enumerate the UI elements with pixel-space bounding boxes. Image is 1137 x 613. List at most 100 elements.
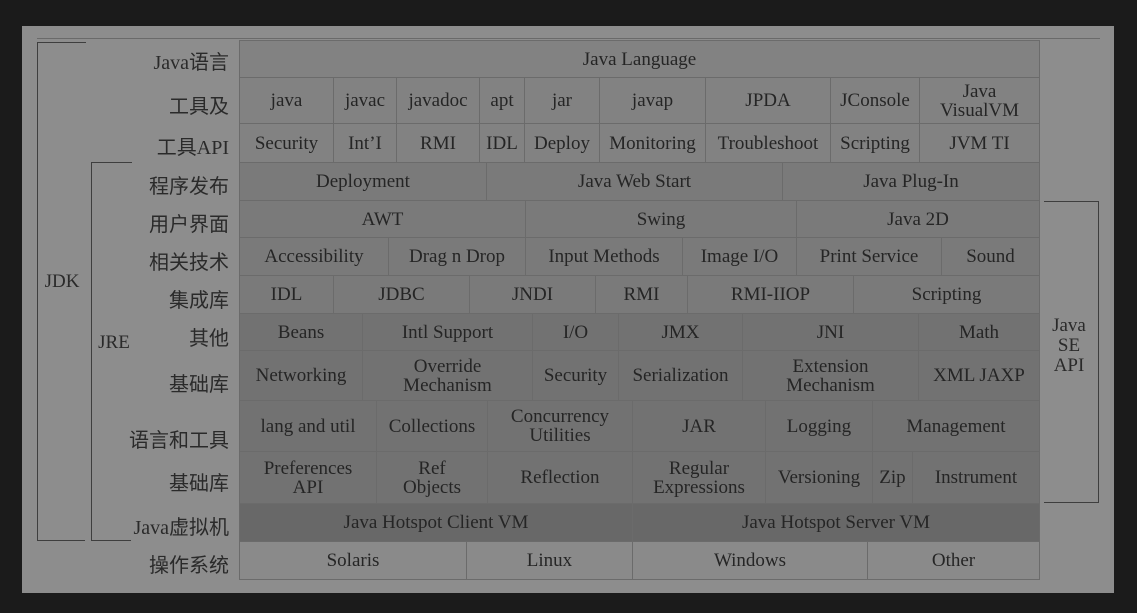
row-label-base-lib-2: 基础库 — [169, 473, 229, 495]
row-label-tool-api: 工具API — [156, 137, 229, 159]
cell-java-web-start: Java Web Start — [487, 163, 783, 201]
cell-rmi: RMI — [397, 124, 480, 163]
cell-management: Management — [873, 401, 1040, 452]
cell-ref-objects: Ref Objects — [377, 452, 488, 504]
cell-scripting-int: Scripting — [854, 276, 1040, 314]
jdk-label: JDK — [44, 271, 80, 292]
row-label-os: 操作系统 — [149, 555, 229, 577]
java-se-api-label: Java SE API — [1052, 315, 1086, 376]
cell-java: java — [239, 78, 334, 124]
cell-input-methods: Input Methods — [526, 238, 683, 276]
cell-networking: Networking — [239, 351, 363, 401]
row-ui-toolkits: AWT Swing Java 2D — [239, 201, 1040, 238]
row-label-integration: 集成库 — [169, 290, 229, 312]
row-other-base-1: Beans Intl Support I/O JMX JNI Math — [239, 314, 1040, 351]
cell-monitoring: Monitoring — [600, 124, 706, 163]
cell-io: I/O — [533, 314, 619, 351]
cell-xml-jaxp: XML JAXP — [919, 351, 1040, 401]
cell-javadoc: javadoc — [397, 78, 480, 124]
jre-bracket — [91, 162, 132, 541]
cell-accessibility: Accessibility — [239, 238, 389, 276]
cell-print-service: Print Service — [797, 238, 942, 276]
row-tool-api: Security Int’I RMI IDL Deploy Monitoring… — [239, 124, 1040, 163]
row-label-jvm: Java虚拟机 — [133, 517, 229, 539]
jre-label: JRE — [98, 332, 130, 353]
cell-concurrency-utilities: Concurrency Utilities — [488, 401, 633, 452]
cell-java-plug-in: Java Plug-In — [783, 163, 1040, 201]
cell-java-visualvm: Java VisualVM — [920, 78, 1040, 124]
row-other-base-2: Networking Override Mechanism Security S… — [239, 351, 1040, 401]
row-os: Solaris Linux Windows Other — [239, 542, 1040, 580]
cell-deployment: Deployment — [239, 163, 487, 201]
cell-jni: JNI — [743, 314, 919, 351]
row-deployment: Deployment Java Web Start Java Plug-In — [239, 163, 1040, 201]
cell-windows: Windows — [633, 542, 868, 580]
cell-serialization: Serialization — [619, 351, 743, 401]
cell-javac: javac — [334, 78, 397, 124]
cell-jconsole: JConsole — [831, 78, 920, 124]
cell-scripting: Scripting — [831, 124, 920, 163]
row-label-other: 其他 — [189, 328, 229, 350]
row-label-ui: 用户界面 — [149, 214, 229, 236]
cell-awt: AWT — [239, 201, 526, 238]
cell-idl: IDL — [480, 124, 525, 163]
cell-linux: Linux — [467, 542, 633, 580]
cell-reflection: Reflection — [488, 452, 633, 504]
row-label-ui-tech: 相关技术 — [149, 252, 229, 274]
row-lang-util-1: lang and util Collections Concurrency Ut… — [239, 401, 1040, 452]
cell-intl-support: Intl Support — [363, 314, 533, 351]
row-java-language: Java Language — [239, 40, 1040, 78]
cell-hotspot-client-vm: Java Hotspot Client VM — [239, 504, 633, 542]
cell-intl: Int’I — [334, 124, 397, 163]
cell-zip: Zip — [873, 452, 913, 504]
cell-solaris: Solaris — [239, 542, 467, 580]
cell-rmi-iiop: RMI-IIOP — [688, 276, 854, 314]
cell-drag-n-drop: Drag n Drop — [389, 238, 526, 276]
cell-instrument: Instrument — [913, 452, 1040, 504]
cell-image-io: Image I/O — [683, 238, 797, 276]
row-label-tools: 工具及 — [169, 96, 229, 118]
cell-jar: jar — [525, 78, 600, 124]
row-label-deployment: 程序发布 — [149, 176, 229, 198]
cell-logging: Logging — [766, 401, 873, 452]
jre-bracket-bottom — [91, 540, 131, 541]
cell-jmx: JMX — [619, 314, 743, 351]
row-label-base-lib: 基础库 — [169, 374, 229, 396]
cell-override-mechanism: Override Mechanism — [363, 351, 533, 401]
cell-swing: Swing — [526, 201, 797, 238]
row-label-java-language: Java语言 — [153, 52, 229, 74]
top-rule — [37, 38, 1100, 39]
row-tools: java javac javadoc apt jar javap JPDA JC… — [239, 78, 1040, 124]
cell-apt: apt — [480, 78, 525, 124]
cell-other: Other — [868, 542, 1040, 580]
cell-security-base: Security — [533, 351, 619, 401]
cell-troubleshoot: Troubleshoot — [706, 124, 831, 163]
java-se-api-bracket — [1044, 201, 1099, 503]
row-label-lang-tools: 语言和工具 — [129, 430, 229, 452]
cell-security: Security — [239, 124, 334, 163]
cell-collections: Collections — [377, 401, 488, 452]
jdk-bracket — [37, 42, 86, 541]
cell-java-language: Java Language — [239, 40, 1040, 78]
cell-javap: javap — [600, 78, 706, 124]
cell-java-2d: Java 2D — [797, 201, 1040, 238]
cell-beans: Beans — [239, 314, 363, 351]
cell-sound: Sound — [942, 238, 1040, 276]
cell-preferences-api: Preferences API — [239, 452, 377, 504]
cell-jar-lib: JAR — [633, 401, 766, 452]
cell-math: Math — [919, 314, 1040, 351]
row-lang-util-2: Preferences API Ref Objects Reflection R… — [239, 452, 1040, 504]
cell-regular-expressions: Regular Expressions — [633, 452, 766, 504]
cell-extension-mechanism: Extension Mechanism — [743, 351, 919, 401]
cell-versioning: Versioning — [766, 452, 873, 504]
cell-jpda: JPDA — [706, 78, 831, 124]
cell-jvm-ti: JVM TI — [920, 124, 1040, 163]
cell-jdbc: JDBC — [334, 276, 470, 314]
cell-hotspot-server-vm: Java Hotspot Server VM — [633, 504, 1040, 542]
jdk-bracket-bottom — [37, 540, 85, 541]
cell-deploy: Deploy — [525, 124, 600, 163]
row-ui-tech: Accessibility Drag n Drop Input Methods … — [239, 238, 1040, 276]
cell-jndi: JNDI — [470, 276, 596, 314]
cell-lang-and-util: lang and util — [239, 401, 377, 452]
cell-rmi-int: RMI — [596, 276, 688, 314]
